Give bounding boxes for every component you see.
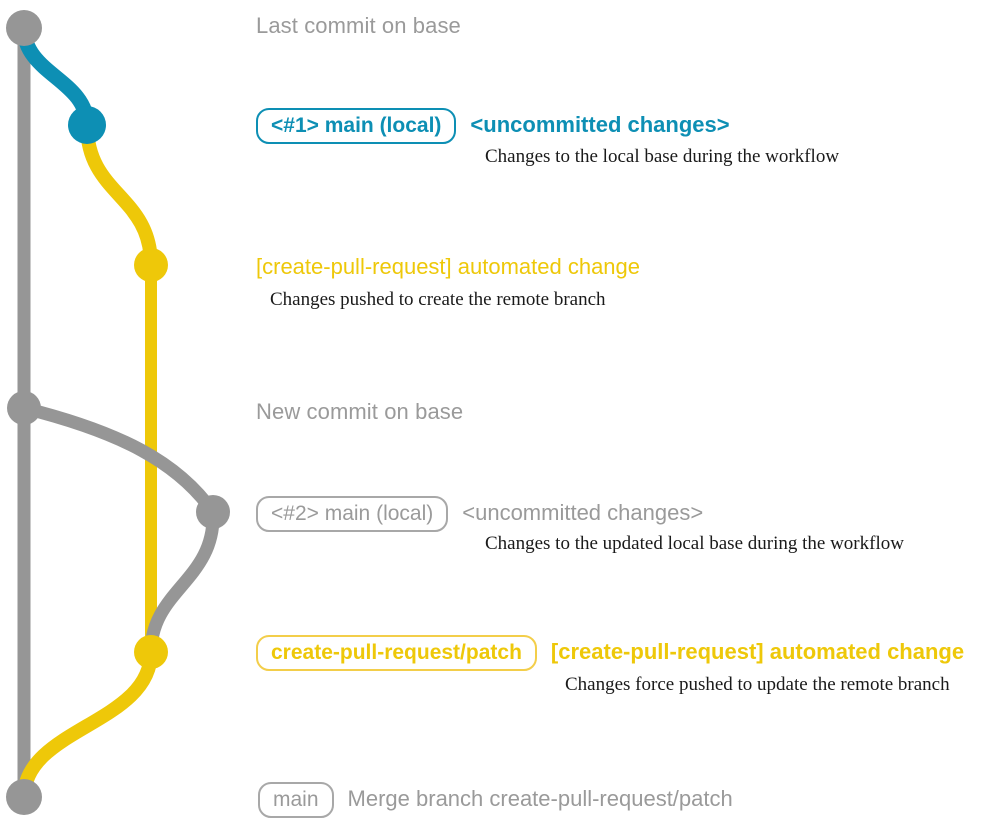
row-new-commit-on-base: New commit on base [256, 399, 463, 425]
commit-node-base-last-commit[interactable] [6, 10, 42, 46]
row-local-main-1: <#1> main (local) <uncommitted changes> [256, 108, 730, 144]
commit-subject-merge-branch: Merge branch create-pull-request/patch [347, 786, 733, 811]
commit-node-local-main-2[interactable] [196, 495, 230, 529]
branch-badge-main[interactable]: main [258, 782, 334, 818]
commit-node-cpr-patch-1[interactable] [134, 248, 168, 282]
commit-subject-cpr-automated-change-1: [create-pull-request] automated change [256, 254, 641, 279]
commit-node-base-merge[interactable] [6, 779, 42, 815]
commit-node-local-main-1[interactable] [68, 106, 106, 144]
row-merge-branch: main Merge branch create-pull-request/pa… [258, 782, 733, 818]
heading-new-commit-on-base: New commit on base [256, 399, 464, 424]
commit-note-cpr-automated-change-1: Changes pushed to create the remote bran… [270, 289, 606, 310]
row-cpr-patch: create-pull-request/patch [create-pull-r… [256, 635, 964, 671]
graph-edge-patch-2-to-merge [17, 645, 158, 804]
commit-node-cpr-patch-2[interactable] [134, 635, 168, 669]
commit-note-local-main-2: Changes to the updated local base during… [485, 533, 904, 554]
commit-subject-cpr-automated-change-2: [create-pull-request] automated change [550, 639, 965, 664]
branch-badge-cpr-patch[interactable]: create-pull-request/patch [256, 635, 537, 671]
commit-subject-local-main-1: <uncommitted changes> [470, 112, 730, 137]
row-last-commit-on-base: Last commit on base [256, 13, 461, 39]
commit-note-cpr-automated-change-2: Changes force pushed to update the remot… [565, 674, 950, 695]
graph-edge-local-main-2-to-patch-2 [144, 505, 220, 659]
commit-subject-local-main-2: <uncommitted changes> [462, 500, 704, 525]
commit-note-local-main-1: Changes to the local base during the wor… [485, 146, 840, 167]
heading-last-commit-on-base: Last commit on base [256, 13, 461, 38]
commit-graph [6, 10, 230, 815]
branch-badge-local-main-1[interactable]: <#1> main (local) [256, 108, 457, 144]
branch-badge-local-main-2[interactable]: <#2> main (local) [256, 496, 449, 532]
row-local-main-2: <#2> main (local) <uncommitted changes> [256, 496, 703, 532]
graph-edge-base-to-local-main-2 [17, 401, 220, 519]
commit-node-base-new-commit[interactable] [7, 391, 41, 425]
graph-edge-local-main-1-to-patch-1 [80, 118, 158, 272]
